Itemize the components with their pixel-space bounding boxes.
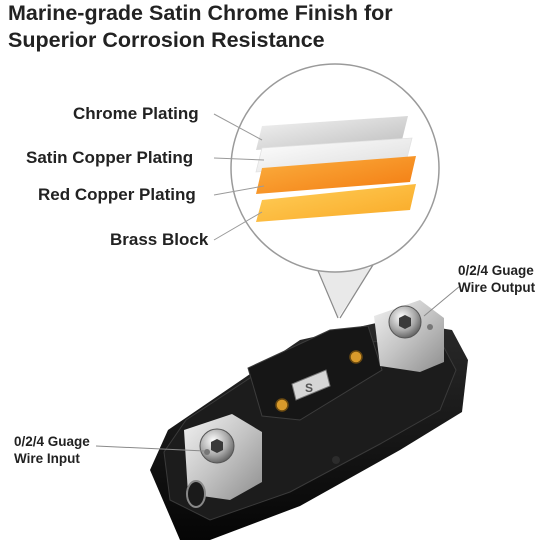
input-bolt-hex	[211, 439, 223, 453]
fuse-holder: S	[150, 300, 468, 540]
fuse-window	[291, 369, 331, 401]
layer-brass-block	[256, 184, 416, 222]
label-red-copper-plating: Red Copper Plating	[38, 185, 196, 204]
leader-brass	[213, 211, 263, 241]
leader-satin	[213, 157, 265, 161]
input-wire-port	[186, 480, 206, 508]
leader-output	[423, 285, 461, 317]
layer-red-copper-plating	[256, 156, 416, 194]
fuse-cover	[247, 325, 383, 421]
brass-insert-2	[275, 398, 289, 412]
callout-wire-output-line-1: 0/2/4 Guage	[458, 263, 534, 278]
label-brass-block: Brass Block	[110, 230, 209, 249]
output-bolt-dot	[427, 324, 433, 330]
headline-line-1: Marine-grade Satin Chrome Finish for	[8, 1, 393, 25]
headline-line-2: Superior Corrosion Resistance	[8, 28, 325, 52]
magnifier-cone-right	[339, 259, 377, 319]
output-bolt-hex	[399, 315, 411, 329]
label-chrome-plating: Chrome Plating	[73, 104, 199, 123]
housing-screw	[332, 456, 340, 464]
leader-input	[95, 445, 206, 452]
brass-insert-1	[349, 350, 363, 364]
input-bolt-dot	[204, 449, 210, 455]
leader-red	[213, 185, 265, 196]
callout-wire-output: 0/2/4 Guage Wire Output	[458, 262, 535, 296]
callout-wire-input-line-1: 0/2/4 Guage	[14, 434, 90, 449]
label-satin-copper-plating: Satin Copper Plating	[26, 148, 194, 167]
magnifier-cone	[318, 268, 372, 318]
leader-chrome	[213, 113, 263, 141]
callout-wire-output-line-2: Wire Output	[458, 280, 536, 295]
magnifier-cone-left	[315, 265, 339, 319]
callout-wire-input-line-2: Wire Input	[14, 451, 80, 466]
headline: Marine-grade Satin Chrome Finish for Sup…	[8, 0, 393, 54]
fuse-window-mark: S	[305, 381, 313, 395]
callout-wire-input: 0/2/4 Guage Wire Input	[14, 433, 90, 467]
